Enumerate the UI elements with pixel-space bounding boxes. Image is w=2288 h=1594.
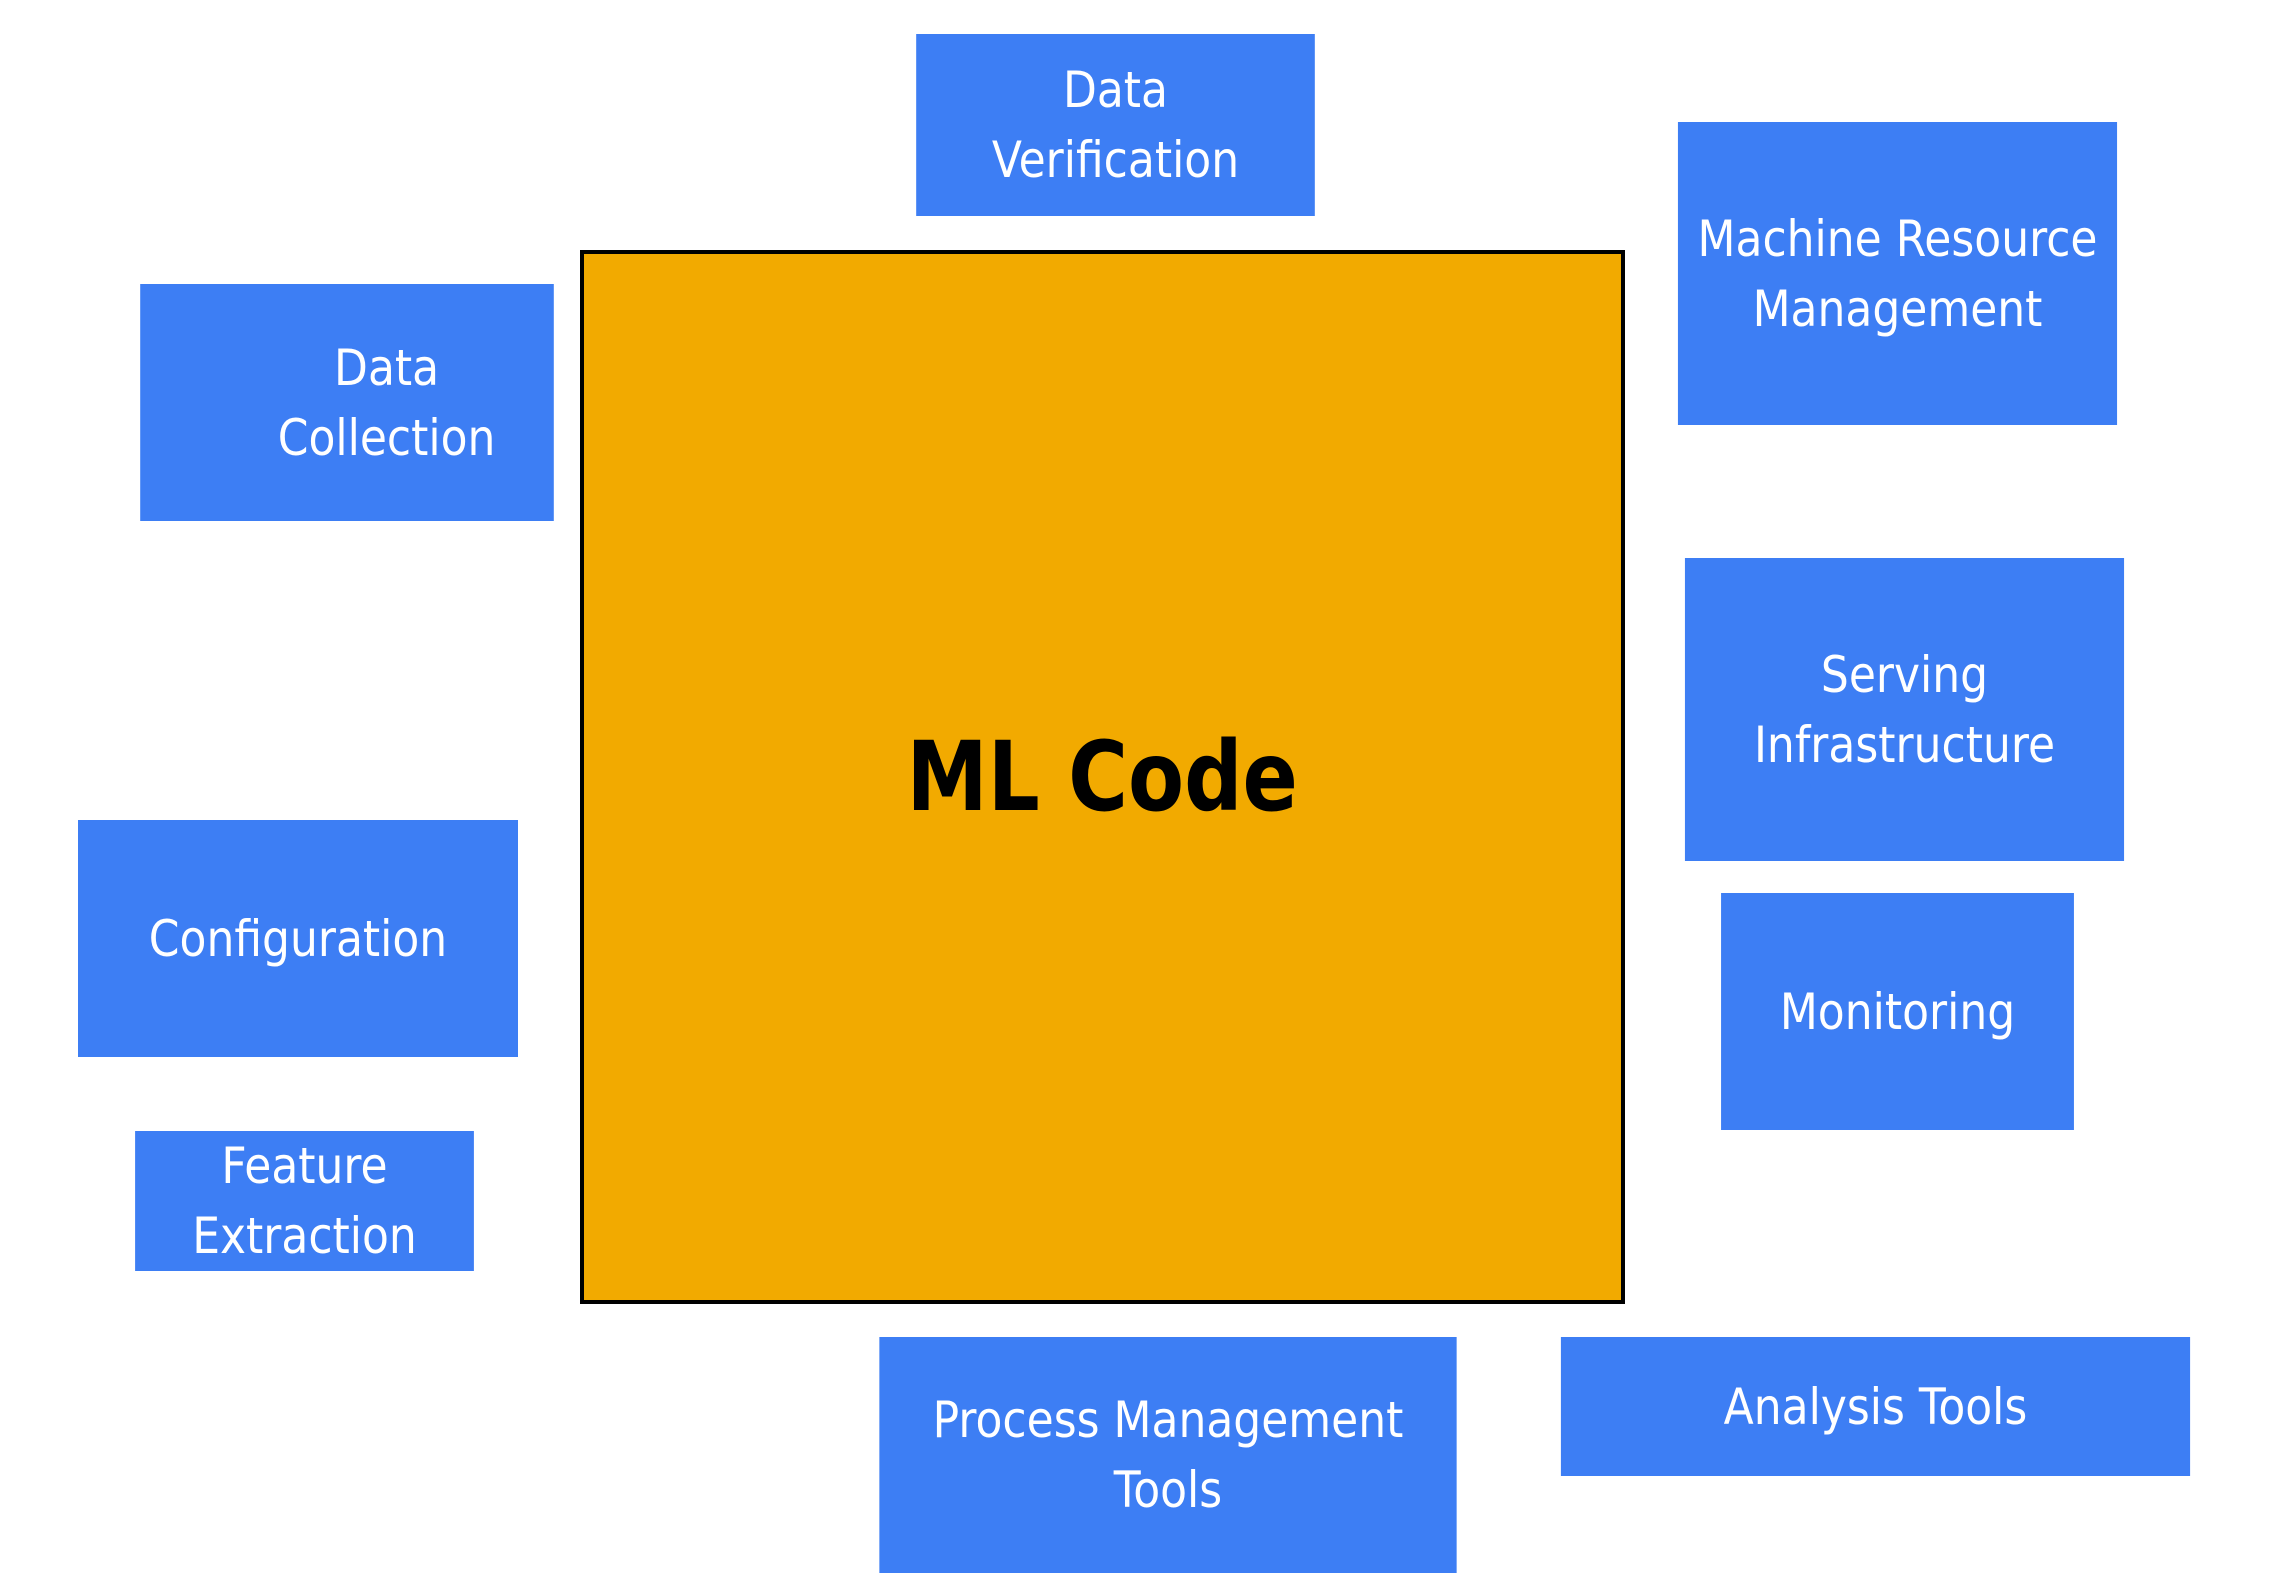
machine-resource-management-label: Machine Resource Management [1697,209,2098,338]
serving-infrastructure-label: Serving Infrastructure [1753,645,2056,774]
data-verification-label: Data Verification [991,61,1240,189]
feature-extraction-box: Feature Extraction [135,1131,474,1271]
analysis-tools-label: Analysis Tools [1723,1377,2028,1436]
machine-resource-management-box: Machine Resource Management [1677,122,2118,425]
monitoring-box: Monitoring [1721,893,2074,1130]
data-collection-box: Data Collection [140,284,554,521]
configuration-box: Configuration [78,820,518,1057]
analysis-tools-box: Analysis Tools [1560,1337,2191,1476]
ml-code-label: ML Code [906,721,1299,833]
feature-extraction-label: Feature Extraction [192,1137,417,1265]
data-collection-label: Data Collection [277,338,496,467]
data-verification-box: Data Verification [916,34,1315,216]
process-management-tools-label: Process Management Tools [932,1391,1404,1519]
ml-code-box: ML Code [580,250,1625,1304]
monitoring-label: Monitoring [1779,982,2016,1041]
process-management-tools-box: Process Management Tools [879,1337,1457,1573]
configuration-label: Configuration [148,909,448,968]
serving-infrastructure-box: Serving Infrastructure [1684,558,2125,861]
